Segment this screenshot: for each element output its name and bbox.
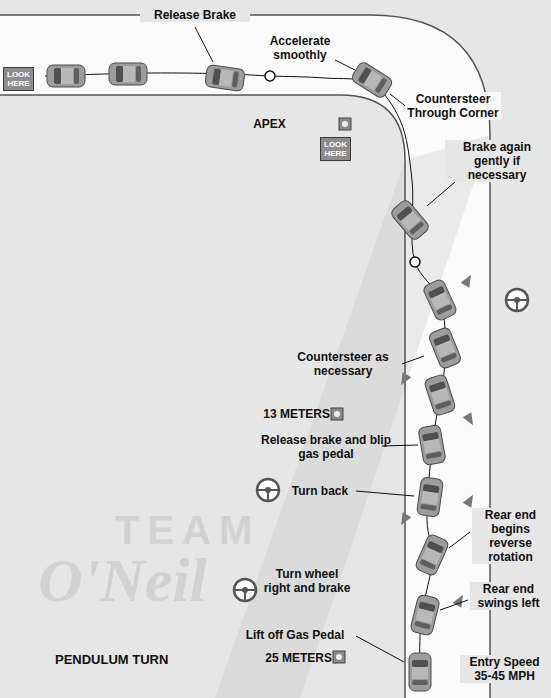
leader-line (427, 182, 455, 206)
car (205, 64, 246, 91)
diagram-title: PENDULUM TURN (55, 653, 168, 667)
car (418, 424, 446, 465)
instruction-label: Release brake and blip gas pedal (250, 433, 402, 461)
motion-arrow (463, 492, 478, 507)
marker-label: APEX (247, 117, 292, 131)
car (109, 63, 147, 85)
marker-label: 25 METERS (252, 651, 332, 665)
instruction-label: Release Brake (140, 8, 250, 22)
watermark: O'Neil (38, 545, 238, 615)
cone-marker (333, 651, 345, 663)
leader-line (449, 532, 470, 548)
instruction-label: Lift off Gas Pedal (235, 628, 355, 642)
car (47, 65, 85, 87)
motion-arrow (453, 592, 468, 607)
marker-label: 13 METERS (250, 407, 330, 421)
look-here-sign: LOOK HERE (320, 137, 351, 161)
leader-line (195, 27, 213, 62)
car (414, 533, 450, 577)
car (410, 594, 441, 636)
leader-line (402, 356, 424, 364)
light-beam (215, 135, 490, 698)
leader-line (335, 60, 355, 70)
watermark: TEAM (115, 508, 285, 552)
cone-marker (331, 408, 343, 420)
car (416, 477, 443, 518)
car (389, 198, 430, 241)
motion-arrow (397, 372, 412, 387)
car (428, 326, 463, 369)
instruction-label: Turn back (285, 484, 355, 498)
instruction-label: Turn wheel right and brake (262, 567, 352, 595)
cone-marker (339, 118, 351, 130)
steering-wheel (234, 579, 256, 601)
instruction-label: Rear end swings left (470, 582, 547, 610)
look-here-sign: LOOK HERE (3, 67, 34, 91)
instruction-label: Brake again gently if necessary (445, 140, 549, 182)
motion-arrow (397, 512, 412, 527)
motion-arrow (463, 412, 478, 427)
leader-line (356, 636, 404, 662)
instruction-label: Countersteer Through Corner (405, 92, 501, 120)
leader-line (356, 491, 414, 496)
motion-arrow (461, 272, 476, 287)
car (350, 61, 394, 100)
steering-wheel (506, 289, 528, 311)
car (422, 278, 458, 322)
sign-text: LOOK HERE (324, 140, 347, 158)
car (409, 653, 431, 691)
car (424, 374, 457, 417)
sign-text: LOOK HERE (7, 70, 30, 88)
instruction-label: Rear end begins reverse rotation (472, 508, 549, 564)
instruction-label: Countersteer as necessary (285, 350, 401, 378)
transition-point (410, 257, 420, 267)
leader-line (440, 600, 468, 610)
transition-point (265, 71, 275, 81)
road-edge (0, 95, 405, 698)
steering-wheel (257, 479, 279, 501)
instruction-label: Entry Speed 35-45 MPH (460, 655, 549, 683)
instruction-label: Accelerate smoothly (255, 34, 345, 62)
